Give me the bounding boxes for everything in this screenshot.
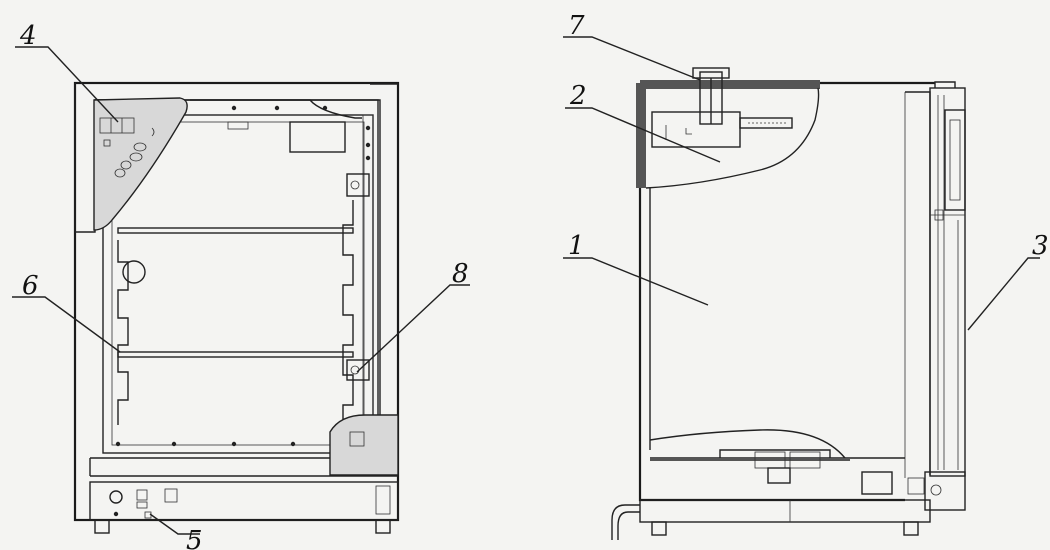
side-port bbox=[122, 260, 146, 284]
side-leaders bbox=[563, 36, 1040, 331]
leader-3 bbox=[967, 257, 1040, 331]
upper-hinge bbox=[346, 173, 370, 197]
side-view bbox=[611, 67, 966, 540]
lower-hinge bbox=[346, 359, 370, 381]
rear-insulation bbox=[636, 83, 646, 188]
display-window bbox=[99, 117, 135, 134]
label-5: 5 bbox=[186, 526, 203, 550]
side-rear-foot bbox=[651, 521, 667, 536]
side-front-foot bbox=[903, 521, 919, 536]
switch-2 bbox=[164, 488, 178, 503]
leader-5 bbox=[149, 513, 200, 535]
label-8: 8 bbox=[452, 259, 469, 289]
front-view bbox=[73, 81, 400, 534]
left-shelf-rails bbox=[117, 240, 129, 425]
label-3: 3 bbox=[1032, 231, 1049, 261]
top-fan-housing bbox=[289, 121, 346, 153]
bottom-cutaway-edge bbox=[649, 429, 846, 459]
label-7: 7 bbox=[568, 11, 585, 41]
leader-7 bbox=[563, 36, 701, 81]
lower-shelf bbox=[117, 351, 354, 358]
label-6: 6 bbox=[22, 271, 39, 301]
junction-box bbox=[861, 471, 893, 495]
leader-2 bbox=[565, 107, 721, 163]
base-control-strip bbox=[89, 481, 399, 521]
control-panel bbox=[93, 97, 188, 231]
label-1: 1 bbox=[568, 231, 585, 261]
leader-8 bbox=[356, 284, 470, 373]
top-fan-assembly bbox=[651, 111, 741, 148]
front-leaders bbox=[12, 46, 470, 535]
side-base bbox=[639, 499, 931, 523]
door-control-panel bbox=[944, 109, 966, 211]
upper-shelf bbox=[117, 227, 354, 234]
right-shelf-rails bbox=[342, 200, 354, 430]
leader-4 bbox=[15, 46, 119, 123]
heater-pipes bbox=[719, 449, 831, 458]
power-cord bbox=[611, 504, 640, 540]
bottom-latch-assembly bbox=[924, 471, 966, 511]
leader-6 bbox=[12, 296, 121, 353]
label-2: 2 bbox=[569, 81, 587, 111]
door-profile bbox=[929, 87, 966, 477]
front-right-foot bbox=[375, 519, 391, 534]
top-insulation bbox=[640, 80, 820, 89]
top-cutaway-edge bbox=[645, 87, 820, 189]
callout-labels: 4 6 8 5 7 2 1 3 bbox=[19, 11, 1049, 550]
base-knob bbox=[109, 490, 123, 504]
switch-1 bbox=[136, 489, 148, 501]
leader-1 bbox=[563, 257, 709, 306]
front-left-foot bbox=[94, 519, 110, 534]
label-4: 4 bbox=[19, 21, 37, 51]
